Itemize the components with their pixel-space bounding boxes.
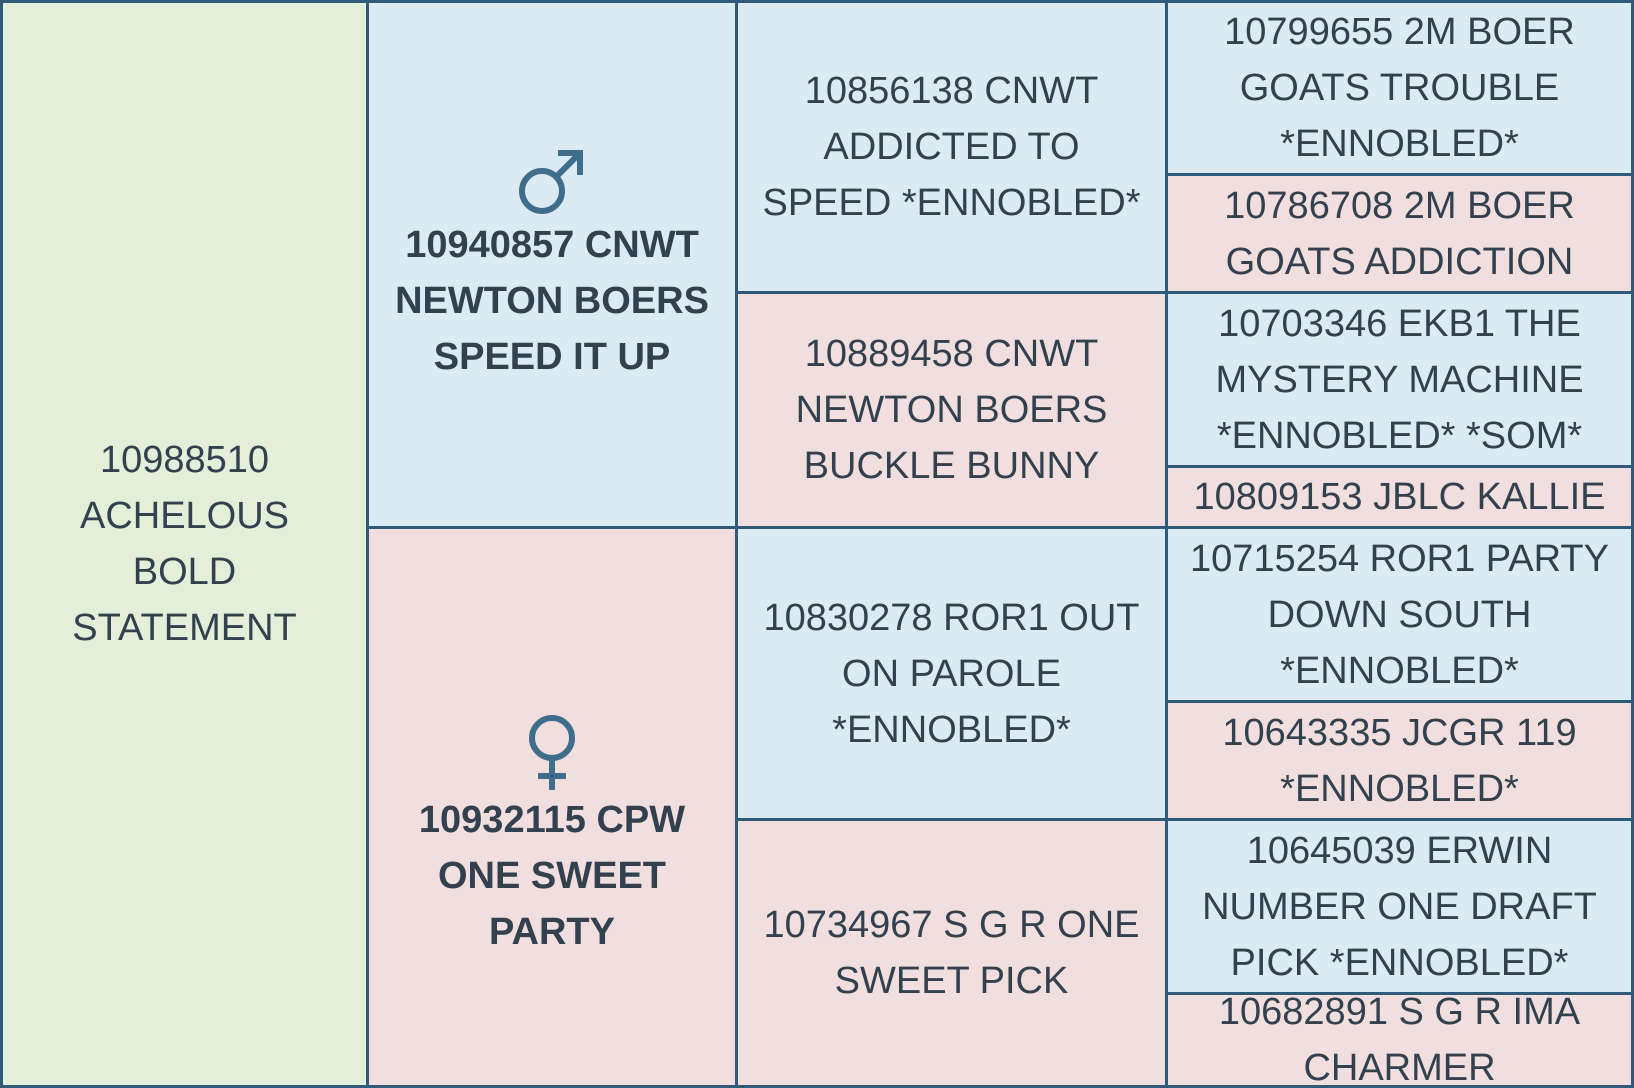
sire-dam-name: 10889458 CNWT NEWTON BOERS BUCKLE BUNNY — [795, 333, 1108, 487]
sire-name: 10940857 CNWT NEWTON BOERS SPEED IT UP — [395, 223, 709, 378]
male-symbol-icon — [516, 145, 588, 217]
dam-cell: 10932115 CPW ONE SWEET PARTY — [369, 529, 735, 1085]
great-grandparent-cell: 10682891 S G R IMA CHARMER — [1168, 995, 1631, 1085]
sire-cell: 10940857 CNWT NEWTON BOERS SPEED IT UP — [369, 3, 735, 526]
great-grandparent-name: 10682891 S G R IMA CHARMER — [1218, 995, 1581, 1085]
great-grandparent-name: 10799655 2M BOER GOATS TROUBLE *ENNOBLED… — [1224, 11, 1575, 165]
great-grandparent-name: 10786708 2M BOER GOATS ADDICTION — [1224, 184, 1575, 283]
female-symbol-icon — [522, 714, 582, 792]
sire-sire-name: 10856138 CNWT ADDICTED TO SPEED *ENNOBLE… — [762, 70, 1141, 224]
great-grandparent-name: 10643335 JCGR 119 *ENNOBLED* — [1222, 711, 1577, 810]
dam-sire-name: 10830278 ROR1 OUT ON PAROLE *ENNOBLED* — [763, 596, 1140, 751]
great-grandparent-name: 10703346 EKB1 THE MYSTERY MACHINE *ENNOB… — [1215, 302, 1584, 457]
subject-name: 10988510 ACHELOUS BOLD STATEMENT — [72, 439, 297, 649]
subject-animal: 10988510 ACHELOUS BOLD STATEMENT — [3, 3, 366, 1085]
great-grandparent-cell: 10799655 2M BOER GOATS TROUBLE *ENNOBLED… — [1168, 3, 1631, 173]
great-grandparent-cell: 10715254 ROR1 PARTY DOWN SOUTH *ENNOBLED… — [1168, 529, 1631, 700]
sire-dam-cell: 10889458 CNWT NEWTON BOERS BUCKLE BUNNY — [738, 294, 1165, 526]
great-grandparent-name: 10809153 JBLC KALLIE — [1193, 476, 1606, 518]
great-grandparent-name: 10645039 ERWIN NUMBER ONE DRAFT PICK *EN… — [1202, 829, 1597, 984]
great-grandparent-cell: 10786708 2M BOER GOATS ADDICTION — [1168, 176, 1631, 291]
dam-sire-cell: 10830278 ROR1 OUT ON PAROLE *ENNOBLED* — [738, 529, 1165, 818]
great-grandparent-cell: 10703346 EKB1 THE MYSTERY MACHINE *ENNOB… — [1168, 294, 1631, 465]
dam-name: 10932115 CPW ONE SWEET PARTY — [418, 799, 686, 953]
great-grandparent-cell: 10809153 JBLC KALLIE — [1168, 468, 1631, 526]
sire-sire-cell: 10856138 CNWT ADDICTED TO SPEED *ENNOBLE… — [738, 3, 1165, 291]
great-grandparent-cell: 10643335 JCGR 119 *ENNOBLED* — [1168, 703, 1631, 818]
dam-dam-cell: 10734967 S G R ONE SWEET PICK — [738, 821, 1165, 1085]
dam-dam-name: 10734967 S G R ONE SWEET PICK — [763, 904, 1140, 1002]
great-grandparent-name: 10715254 ROR1 PARTY DOWN SOUTH *ENNOBLED… — [1190, 537, 1609, 692]
great-grandparent-cell: 10645039 ERWIN NUMBER ONE DRAFT PICK *EN… — [1168, 821, 1631, 992]
